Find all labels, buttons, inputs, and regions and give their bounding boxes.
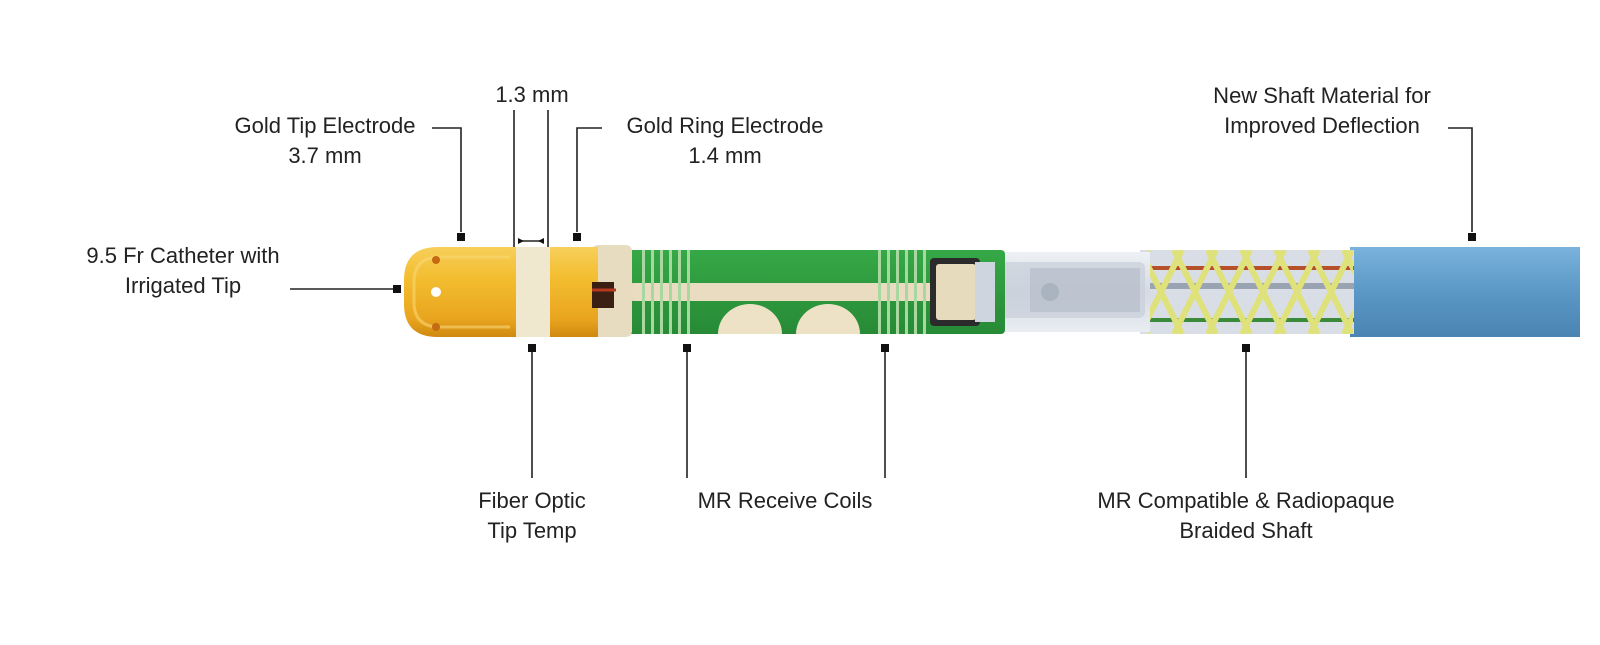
shaft-material-label-line2: Improved Deflection xyxy=(1224,113,1420,138)
fiber-optic-label: Fiber Optic Tip Temp xyxy=(478,486,586,546)
tip-electrode-label: Gold Tip Electrode 3.7 mm xyxy=(235,111,416,171)
catheter-label: 9.5 Fr Catheter with Irrigated Tip xyxy=(86,241,279,301)
coil-stripes-1 xyxy=(642,250,690,334)
gap-dimension-label: 1.3 mm xyxy=(495,80,568,110)
fiber-optic-label-line1: Fiber Optic xyxy=(478,488,586,513)
gold-ring-electrode xyxy=(548,247,598,337)
leader-lines xyxy=(290,110,1473,478)
braid-mesh xyxy=(1148,250,1353,334)
receive-coils-label: MR Receive Coils xyxy=(698,486,873,516)
braided-shaft-label: MR Compatible & Radiopaque Braided Shaft xyxy=(1097,486,1394,546)
gap-dimension-value: 1.3 mm xyxy=(495,82,569,107)
ring-electrode-label-line2: 1.4 mm xyxy=(688,143,762,168)
coil-stripes-2 xyxy=(878,250,926,334)
catheter-label-line2: Irrigated Tip xyxy=(124,273,242,298)
ring-electrode-label-line1: Gold Ring Electrode xyxy=(626,113,824,138)
fiber-optic-label-line2: Tip Temp xyxy=(487,518,577,543)
catheter-label-line1: 9.5 Fr Catheter with xyxy=(86,243,280,268)
braided-shaft-label-line1: MR Compatible & Radiopaque xyxy=(1097,488,1395,513)
shaft-material-label: New Shaft Material for Improved Deflecti… xyxy=(1213,81,1431,141)
leader-markers xyxy=(393,233,1476,352)
ring-electrode-label: Gold Ring Electrode 1.4 mm xyxy=(627,111,824,171)
blue-shaft xyxy=(1350,247,1580,337)
tip-electrode-label-line2: 3.7 mm xyxy=(288,143,362,168)
shaft-material-label-line1: New Shaft Material for xyxy=(1213,83,1431,108)
tip-electrode-label-line1: Gold Tip Electrode xyxy=(234,113,416,138)
gold-tip-electrode xyxy=(404,247,516,337)
fiber-optic-band xyxy=(514,247,550,337)
braided-shaft-label-line2: Braided Shaft xyxy=(1179,518,1313,543)
receive-coils-label-line1: MR Receive Coils xyxy=(697,488,873,513)
